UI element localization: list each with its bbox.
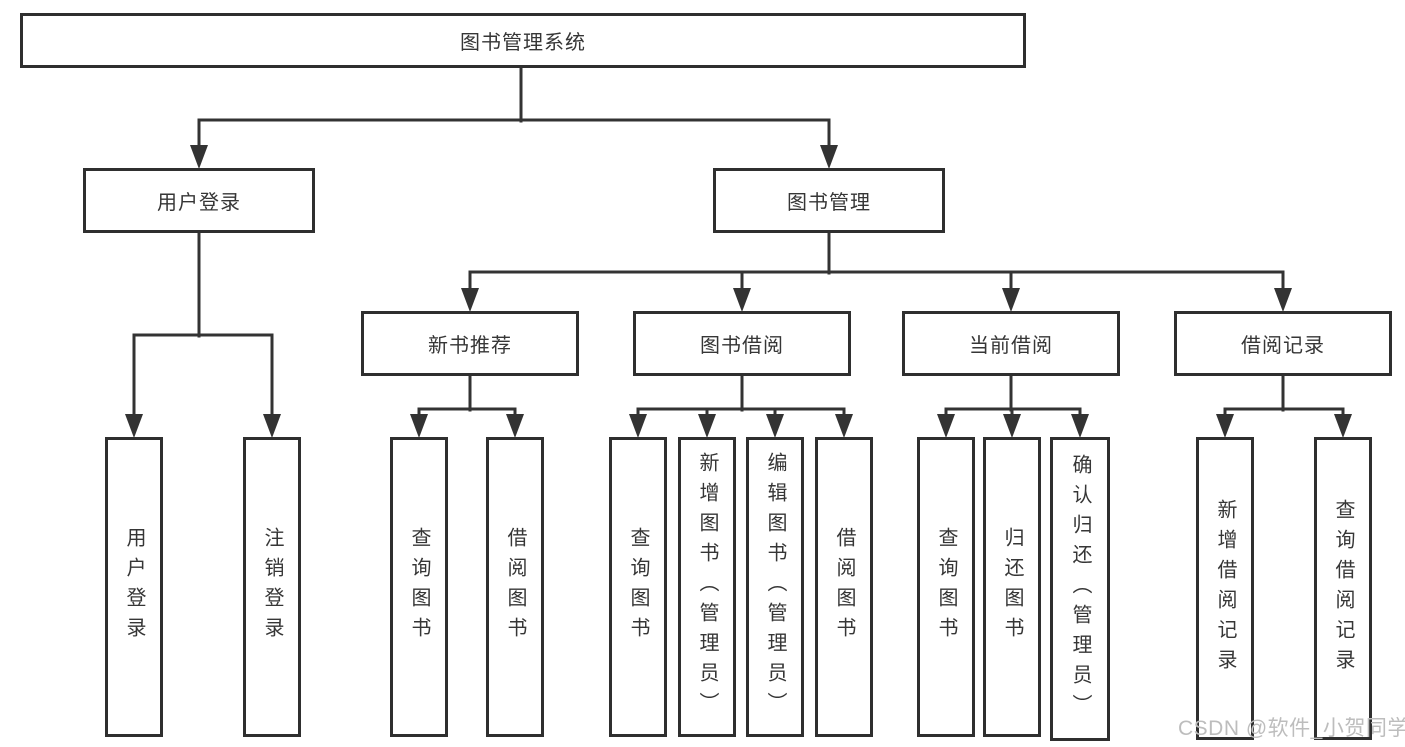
node-confirm-return-admin: 确认归还（管理员） [1050,437,1110,741]
node-user-login: 用户登录 [105,437,163,737]
csdn-watermark: CSDN @软件_小贺同学 [1178,717,1405,740]
node-query-books-current: 查询图书 [917,437,975,737]
node-query-borrow-record: 查询借阅记录 [1314,437,1372,740]
node-borrow-books-recommend: 借阅图书 [486,437,544,737]
node-add-books-admin: 新增图书（管理员） [678,437,736,737]
node-edit-books-admin: 编辑图书（管理员） [746,437,804,737]
node-query-books-recommend: 查询图书 [390,437,448,737]
node-user-login-branch: 用户登录 [83,168,315,233]
node-return-books: 归还图书 [983,437,1041,737]
node-query-books-borrowing: 查询图书 [609,437,667,737]
node-book-borrowing: 图书借阅 [633,311,851,376]
node-add-borrow-record: 新增借阅记录 [1196,437,1254,740]
node-library-system: 图书管理系统 [20,13,1026,68]
node-borrow-books-borrowing: 借阅图书 [815,437,873,737]
node-current-borrowing: 当前借阅 [902,311,1120,376]
node-borrowing-records: 借阅记录 [1174,311,1392,376]
node-logout: 注销登录 [243,437,301,737]
node-new-book-recommend: 新书推荐 [361,311,579,376]
node-book-management: 图书管理 [713,168,945,233]
